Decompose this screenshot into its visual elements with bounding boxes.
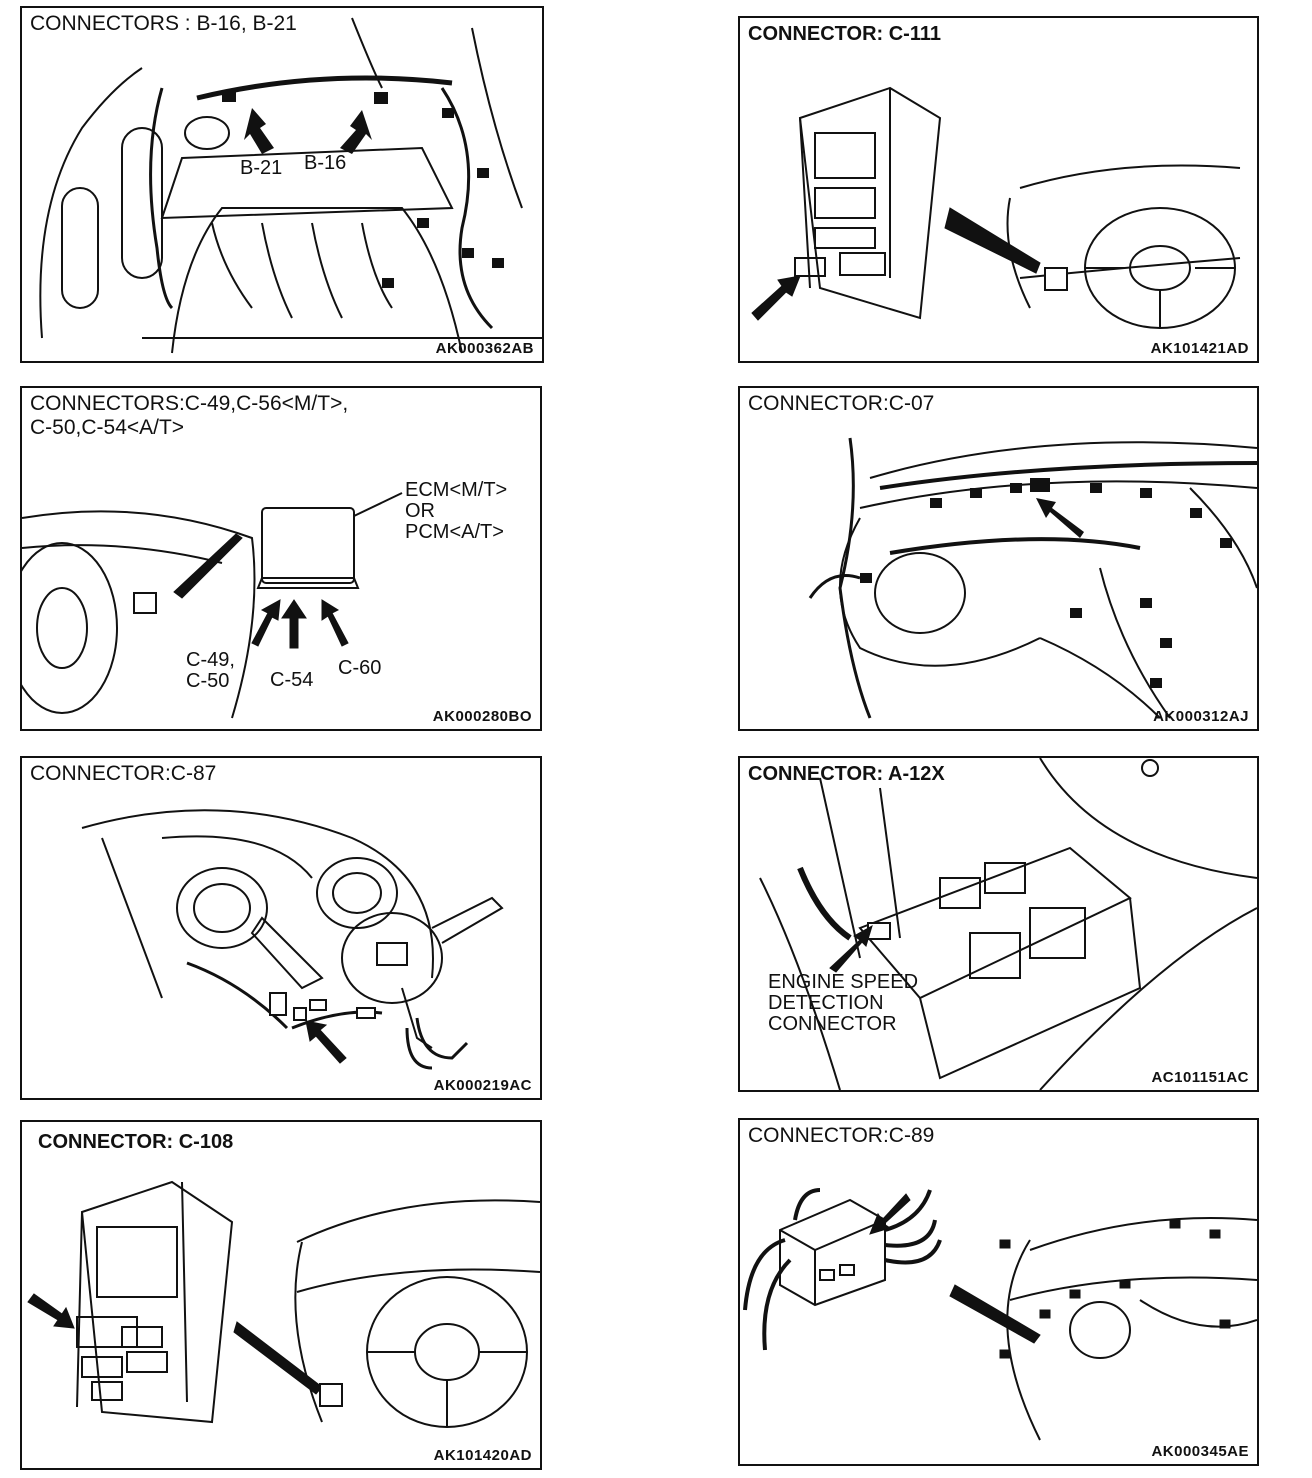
label-ecm-pcm: ECM<M/T> OR PCM<A/T> — [405, 479, 508, 543]
label-c54: C-54 — [270, 669, 314, 691]
label-b21: B-21 — [240, 157, 283, 179]
figure-code: AK101420AD — [433, 1447, 532, 1464]
label-engine-speed-detection-connector: ENGINE SPEED DETECTION CONNECTOR — [768, 971, 919, 1035]
arrow-b16 — [340, 110, 372, 154]
connector-c89-illustration — [743, 1188, 1257, 1441]
arrow-c108 — [27, 1293, 75, 1329]
figure-code: AK000219AC — [433, 1077, 532, 1094]
panel-connector-c111: CONNECTOR: C-111 AK101421AD — [738, 16, 1259, 363]
arrow-c87 — [305, 1020, 347, 1064]
panel-title: CONNECTORS : B-16, B-21 — [30, 12, 297, 35]
arrow-b21 — [244, 108, 274, 154]
label-c60: C-60 — [338, 657, 382, 679]
label-b16: B-16 — [304, 152, 347, 174]
panel-connector-a12x: CONNECTOR: A-12X ENGINE SPEED DETECTION … — [738, 756, 1259, 1092]
figure-code: AK101421AD — [1150, 340, 1249, 357]
panel-title: CONNECTOR:C-07 — [748, 392, 935, 415]
arrow-a12x — [829, 924, 873, 973]
arrow-c49-c50 — [251, 599, 281, 647]
figure-code: AK000345AE — [1151, 1443, 1249, 1460]
panel-connector-c89: CONNECTOR:C-89 AK000345AE — [738, 1118, 1259, 1466]
panel-connector-c87: CONNECTOR:C-87 AK000219AC — [20, 756, 542, 1100]
arrow-c54 — [281, 599, 307, 649]
junction-block-illustration — [27, 1180, 540, 1428]
junction-block-illustration — [751, 86, 1241, 329]
label-c49-c50: C-49, C-50 — [186, 649, 235, 692]
panel-title: CONNECTORS:C-49,C-56<M/T>, C-50,C-54<A/T… — [30, 392, 349, 439]
relay-box-illustration — [759, 758, 1257, 1090]
steering-column-illustration — [81, 809, 504, 1070]
arrow-c07 — [1036, 498, 1084, 538]
panel-connectors-b16-b21: CONNECTORS : B-16, B-21 B-21 B-16 AK0003… — [20, 6, 544, 363]
pointer-wedge — [233, 1321, 323, 1395]
pointer-wedge — [949, 1284, 1041, 1344]
figure-code: AK000312AJ — [1153, 708, 1249, 725]
arrow-c60 — [321, 599, 349, 647]
panel-title: CONNECTOR:C-89 — [748, 1124, 935, 1147]
figure-code: AC101151AC — [1151, 1069, 1249, 1086]
arrow-c89 — [869, 1193, 911, 1235]
pointer-wedge — [944, 207, 1041, 274]
panel-title: CONNECTOR: A-12X — [748, 763, 945, 785]
arrow-c111 — [751, 275, 801, 321]
engine-bay-illustration — [39, 17, 542, 354]
panel-title: CONNECTOR: C-111 — [748, 23, 942, 45]
figure-code: AK000362AB — [435, 340, 534, 357]
ecm-pcm-illustration — [22, 492, 403, 719]
panel-connectors-c49-c56-c50-c54: CONNECTORS:C-49,C-56<M/T>, C-50,C-54<A/T… — [20, 386, 542, 731]
figure-code: AK000280BO — [432, 708, 532, 725]
panel-connector-c07: CONNECTOR:C-07 AK000312AJ — [738, 386, 1259, 731]
panel-connector-c108: CONNECTOR: C-108 AK101420AD — [20, 1120, 542, 1470]
panel-title: CONNECTOR:C-87 — [30, 762, 217, 785]
dash-harness-illustration — [808, 437, 1257, 719]
panel-title: CONNECTOR: C-108 — [38, 1131, 234, 1153]
pointer-wedge — [173, 533, 243, 599]
